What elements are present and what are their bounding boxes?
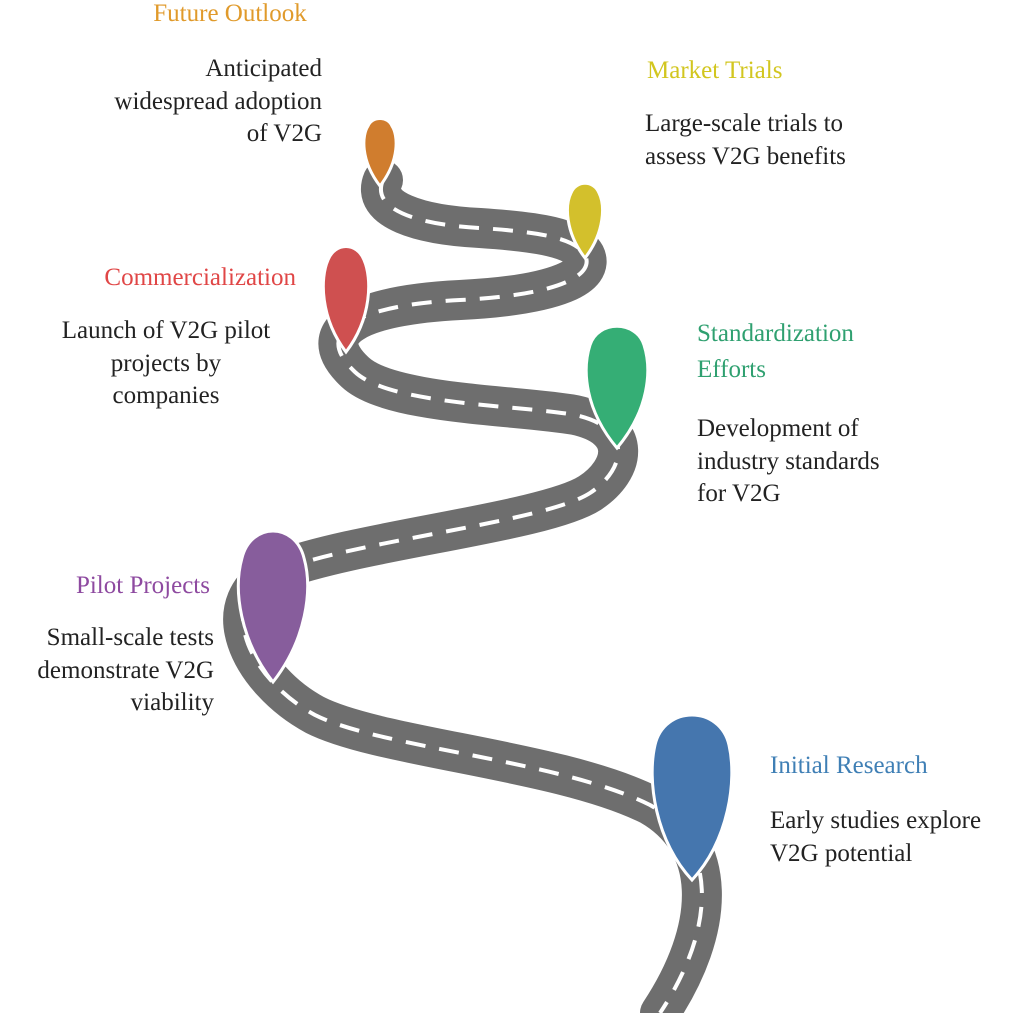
milestone-desc-pilot-projects: Small-scale tests demonstrate V2G viabil… [37, 624, 214, 716]
pin-commercialization [321, 245, 371, 355]
milestone-desc-future-outlook: Anticipated widespread adoption of V2G [114, 55, 322, 147]
road-body [223, 160, 722, 1013]
pin-pilot-projects [236, 529, 310, 685]
milestone-desc-market-trials: Large-scale trials to assess V2G benefit… [645, 110, 846, 170]
milestone-title-market-trials: Market Trials [647, 57, 783, 84]
milestone-title-future-outlook: Future Outlook [153, 0, 307, 27]
pin-standardization-efforts [584, 324, 650, 451]
pin-market-trials [566, 181, 604, 261]
pin-future-outlook [362, 117, 398, 189]
road-center-dashes [241, 179, 704, 1013]
milestone-desc-commercialization: Launch of V2G pilot projects by companie… [61, 317, 271, 409]
pin-initial-research [650, 713, 734, 883]
milestone-desc-initial-research: Early studies explore V2G potential [770, 807, 982, 867]
milestone-title-initial-research: Initial Research [770, 752, 928, 779]
milestone-title-pilot-projects: Pilot Projects [75, 572, 210, 599]
milestone-desc-standardization-efforts: Development of industry standards for V2… [697, 415, 880, 507]
milestone-title-commercialization: Commercialization [104, 264, 296, 291]
milestone-title-standardization-efforts: Standardization Efforts [697, 320, 854, 384]
